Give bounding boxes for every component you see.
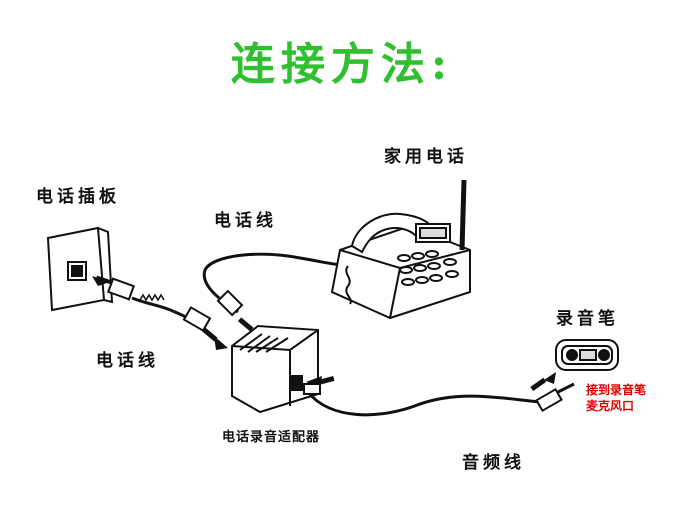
telephone-icon — [332, 180, 470, 318]
label-adapter: 电话录音适配器 — [222, 426, 320, 445]
label-audio-line: 音频线 — [462, 448, 525, 473]
adapter-box-icon — [232, 326, 318, 412]
note-mic-line1: 接到录音笔 — [586, 382, 646, 398]
label-phone-line-top: 电话线 — [214, 206, 277, 231]
arrow-left-adapter-icon — [202, 327, 228, 350]
note-mic-line2: 麦克风口 — [586, 398, 634, 414]
label-phone-line-left: 电话线 — [96, 346, 159, 371]
label-home-phone: 家用电话 — [384, 142, 468, 167]
audio-plug-left — [304, 384, 320, 394]
recorder-icon — [556, 340, 618, 370]
label-wall-jack: 电话插板 — [36, 182, 120, 207]
wall-jack-icon — [48, 228, 112, 310]
phone-line-top-plug — [218, 291, 242, 315]
arrow-recorder-icon — [530, 372, 556, 391]
audio-line-cable — [308, 392, 540, 415]
label-recorder: 录音笔 — [556, 304, 619, 329]
audio-plug-right — [536, 384, 574, 411]
phone-line-left-cable — [108, 279, 210, 331]
